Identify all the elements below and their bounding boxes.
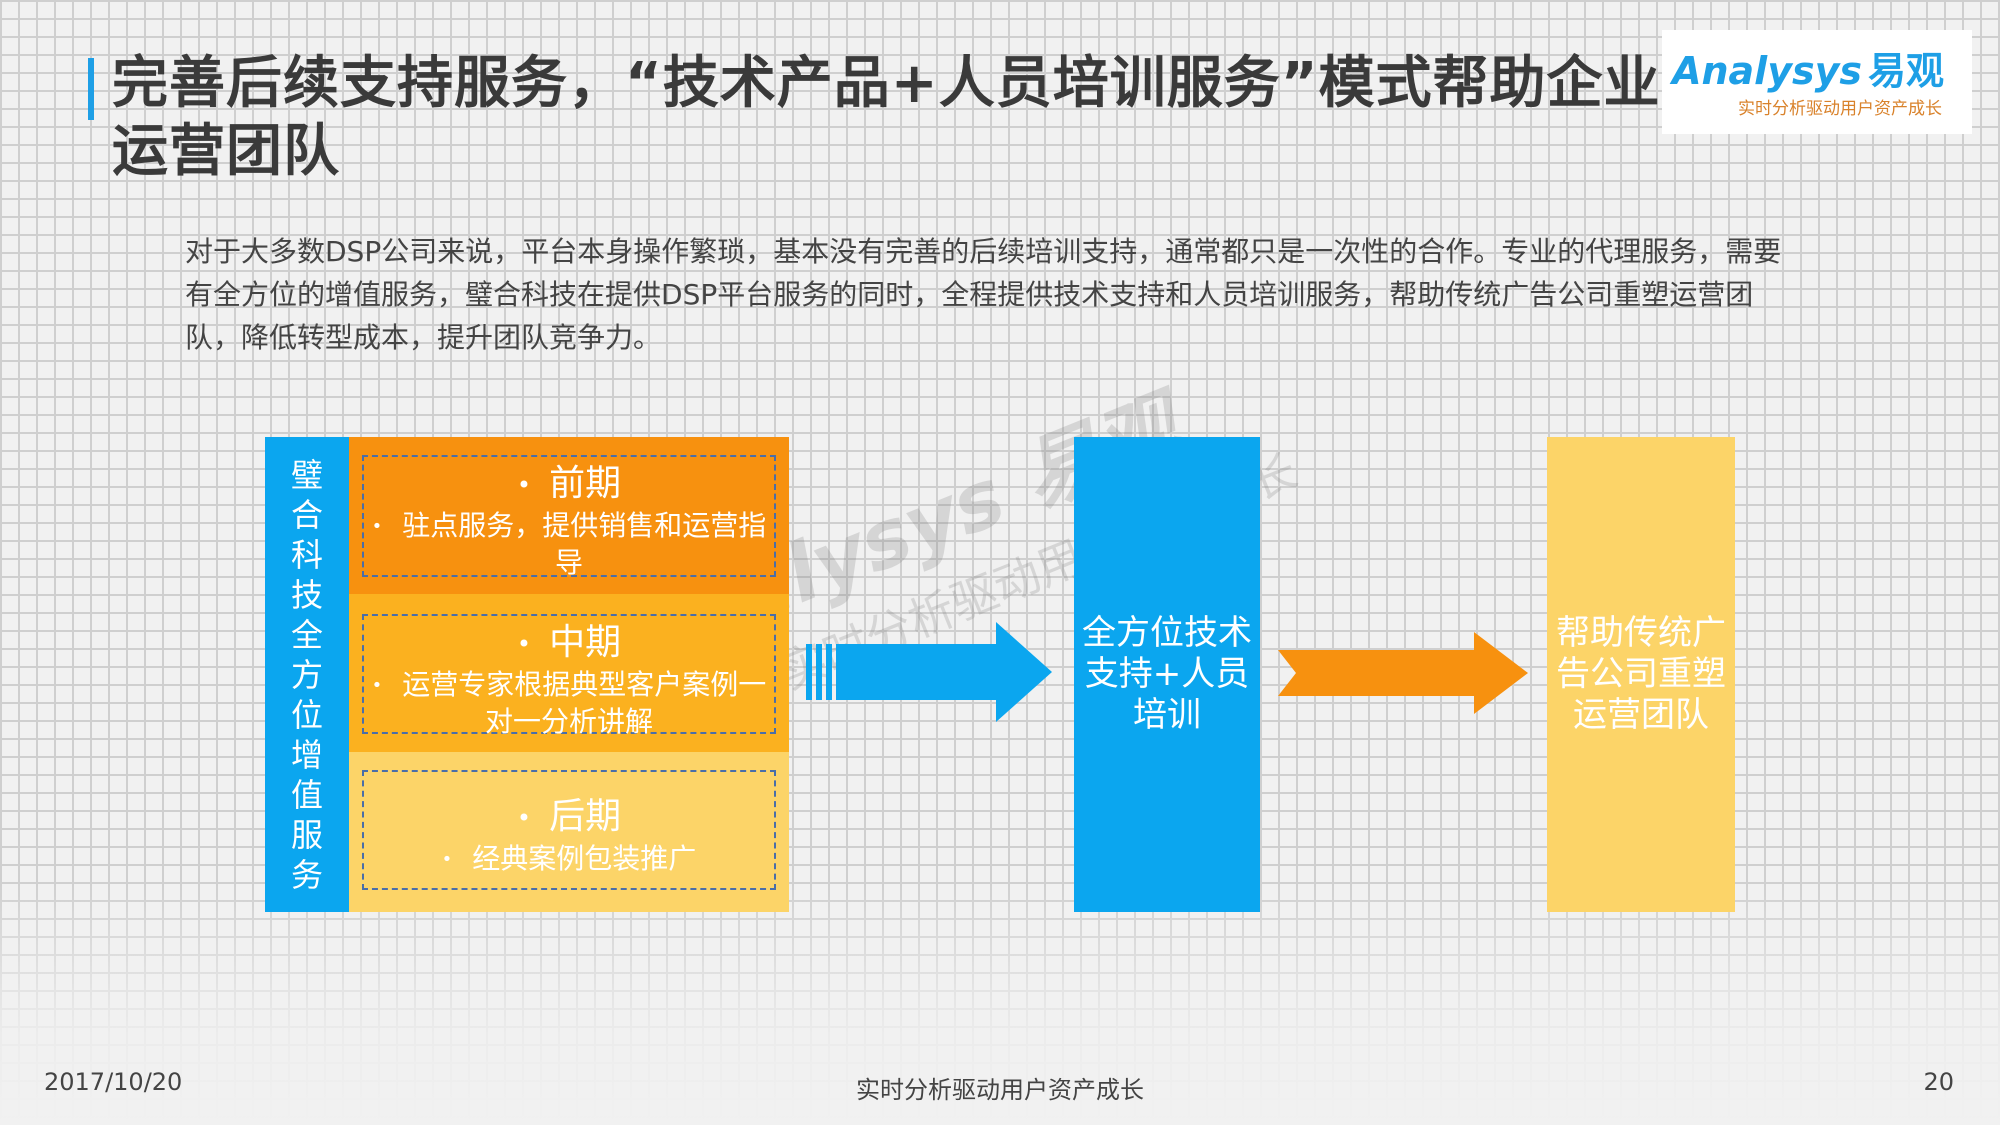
phase-early-box: •前期 •驻点服务，提供销售和运营指导 [362, 455, 776, 579]
phase-mid-bg [349, 594, 789, 752]
vertical-label-char: 位 [290, 695, 323, 734]
page-title: 完善后续支持服务，“技术产品+人员培训服务”模式帮助企业重塑运营团队 [112, 51, 1775, 184]
intro-paragraph: 对于大多数DSP公司来说，平台本身操作繁琐，基本没有完善的后续培训支持，通常都只… [185, 235, 1782, 354]
vertical-label-char: 服 [290, 815, 323, 854]
phase-early-title: •前期 [516, 463, 622, 504]
phase-early-bg [349, 437, 789, 594]
vertical-label-char: 全 [290, 615, 323, 654]
vertical-label-char: 务 [290, 855, 323, 894]
phase-late-box: •后期 •经典案例包装推广 [362, 770, 776, 890]
title-accent-bar [88, 58, 94, 120]
arrow-blue [806, 622, 1052, 722]
logo-slogan: 实时分析驱动用户资产成长 [1738, 99, 1942, 119]
middle-box-tech-support: 全方位技术支持+人员培训 [1074, 437, 1260, 912]
vertical-label-char: 科 [290, 535, 323, 574]
vertical-label-char: 璧 [290, 455, 323, 494]
phase-early-item: •驻点服务，提供销售和运营指导 [371, 509, 767, 579]
page-number: 20 [1923, 1068, 1954, 1096]
phase-mid-item: •运营专家根据典型客户案例一对一分析讲解 [371, 668, 767, 738]
footer-slogan: 实时分析驱动用户资产成长 [856, 1076, 1144, 1104]
right-box-result: 帮助传统广告公司重塑运营团队 [1547, 437, 1735, 912]
vertical-label-char: 值 [290, 775, 323, 814]
phase-late-item: •经典案例包装推广 [441, 842, 697, 875]
vertical-label-char: 增 [290, 735, 323, 774]
logo-brand-cn: 易观 [1867, 49, 1944, 93]
vertical-label-char: 方 [290, 655, 323, 694]
phase-late-title: •后期 [516, 796, 622, 837]
vertical-label: 璧 合 科 技 全 方 位 增 值 服 务 [265, 437, 349, 912]
arrow-orange [1278, 632, 1528, 714]
phase-mid-box: •中期 •运营专家根据典型客户案例一对一分析讲解 [362, 614, 776, 738]
vertical-label-char: 合 [290, 495, 323, 534]
vertical-label-char: 技 [290, 575, 323, 614]
phase-late-bg [349, 752, 789, 912]
logo-brand-en: Analysys [1672, 49, 1862, 93]
phase-mid-title: •中期 [516, 622, 622, 663]
footer-date: 2017/10/20 [44, 1068, 183, 1096]
